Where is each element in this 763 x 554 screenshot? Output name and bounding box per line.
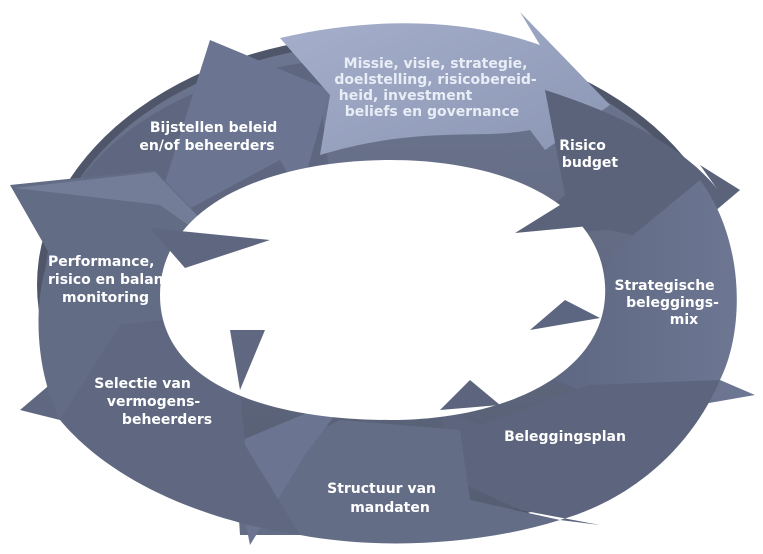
step-risico-budget-label: Risico budget: [559, 138, 618, 171]
step-strategische-mix-label: Strategische beleggings- mix: [614, 278, 723, 328]
segment-beleggingsplan: [440, 380, 720, 525]
inner-arrowheads: [150, 205, 600, 410]
step-bijstellen-label: Bijstellen beleid en/of beheerders: [139, 120, 282, 154]
step-missie-label: Missie, visie, strategie, doelstelling, …: [334, 56, 541, 120]
step-structuur-label: Structuur van mandaten: [327, 481, 441, 516]
step-performance-label: Performance, risico en balans- monitorin…: [48, 254, 183, 306]
step-beleggingsplan-label: Beleggingsplan: [504, 429, 626, 445]
segment-missie: [280, 12, 610, 155]
segment-strategische-mix: [530, 180, 755, 415]
inner-hole: [160, 160, 606, 420]
step-selectie-label: Selectie van vermogens- beheerders: [94, 376, 212, 428]
labels: Missie, visie, strategie, doelstelling, …: [48, 56, 723, 516]
